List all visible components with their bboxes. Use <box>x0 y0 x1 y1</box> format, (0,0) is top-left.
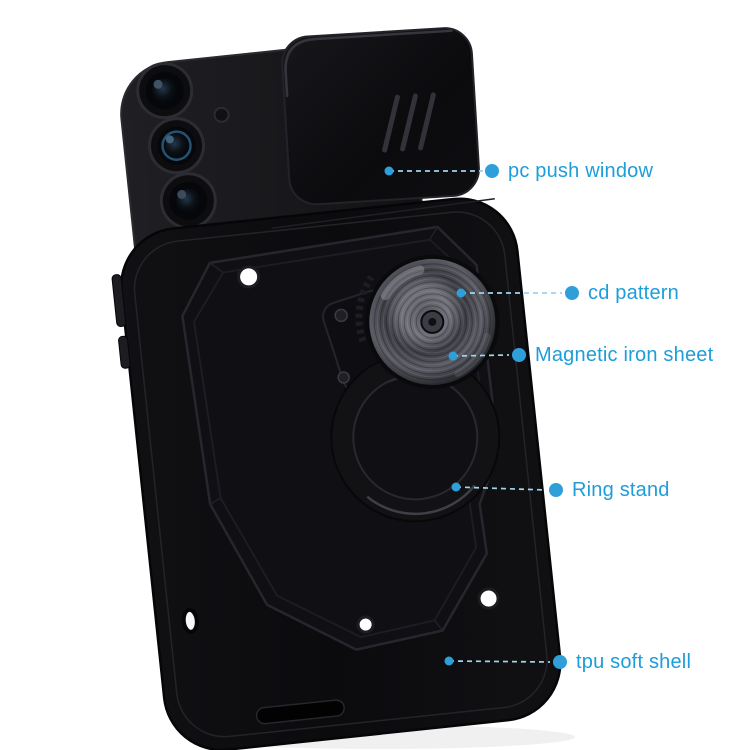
callout-label: Magnetic iron sheet <box>535 343 714 366</box>
volume-button <box>111 274 127 327</box>
callout-dot-icon <box>485 164 499 178</box>
charging-port-cutout <box>255 699 345 725</box>
plate-hole-top <box>237 265 261 289</box>
anchor-dot-cd-pattern <box>456 288 466 298</box>
plate-hole-bottom <box>356 615 375 634</box>
case-hole <box>477 587 500 610</box>
callout-label: Ring stand <box>572 478 670 501</box>
flash-led <box>213 106 230 123</box>
camera-lens-2 <box>148 117 206 175</box>
callout-tpu-soft-shell: tpu soft shell <box>553 648 691 676</box>
callout-dot-icon <box>553 655 567 669</box>
power-button <box>118 335 131 369</box>
callout-dot-icon <box>512 348 526 362</box>
callout-pc-push-window: pc push window <box>485 157 653 185</box>
callout-dot-icon <box>565 286 579 300</box>
cd-pattern-disc <box>365 254 500 389</box>
camera-module <box>136 62 230 230</box>
camera-lens-3 <box>159 172 217 230</box>
anchor-dot-magnetic-iron-sheet <box>448 351 458 361</box>
anchor-dot-pc-push-window <box>384 166 394 176</box>
lanyard-hole <box>181 607 199 634</box>
leader-ring-stand <box>455 486 547 491</box>
callout-magnetic-iron-sheet: Magnetic iron sheet <box>512 341 713 369</box>
slide-cover <box>281 27 480 206</box>
leader-tpu-soft-shell <box>448 660 551 663</box>
callout-ring-stand: Ring stand <box>549 476 670 504</box>
callout-label: pc push window <box>508 159 654 182</box>
camera-lens-1 <box>136 62 194 120</box>
anchor-dot-ring-stand <box>451 482 461 492</box>
anchor-dot-tpu-soft-shell <box>444 656 454 666</box>
callout-label: cd pattern <box>588 281 679 304</box>
callout-label: tpu soft shell <box>576 650 692 673</box>
callout-dot-icon <box>549 483 563 497</box>
grip-lines <box>382 92 436 153</box>
leader-magnetic-iron-sheet <box>452 354 510 357</box>
callout-cd-pattern: cd pattern <box>565 279 679 307</box>
